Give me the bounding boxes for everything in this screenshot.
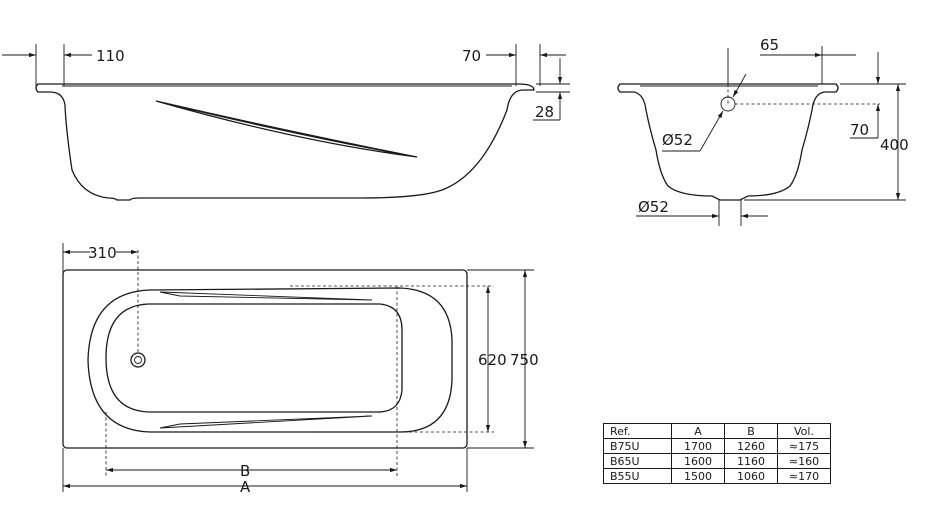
table-row: B55U 1500 1060 ≈170	[603, 468, 831, 484]
table-cell: ≈160	[777, 453, 831, 469]
end-view-tub-outline	[617, 83, 839, 201]
end-view: Ø52 65 70 400 Ø52	[617, 36, 909, 226]
table-cell: B75U	[603, 438, 672, 454]
side-view: 110 70 28	[2, 44, 570, 201]
table-cell: 1700	[671, 438, 725, 454]
table-cell: ≈170	[777, 468, 831, 484]
table-cell: B65U	[603, 453, 672, 469]
dim-drain-offset: 310	[88, 244, 117, 262]
dim-length-b: B	[240, 462, 250, 480]
dim-length-a: A	[240, 478, 251, 496]
top-view-backrest-top	[159, 291, 373, 301]
overflow-circle	[720, 96, 736, 112]
table-cell: 1500	[671, 468, 725, 484]
dim-rim-height: 28	[535, 103, 554, 121]
dim-inner-width: 620	[478, 351, 507, 369]
table-cell: 1160	[724, 453, 778, 469]
top-view-basin-outer	[87, 287, 453, 433]
dim-depth: 400	[880, 136, 909, 154]
table-cell: 1600	[671, 453, 725, 469]
drain-inner	[134, 356, 142, 364]
spec-table: Ref. A B Vol. B75U 1700 1260 ≈175 B65U 1…	[603, 423, 831, 484]
dim-overflow-diameter: Ø52	[662, 131, 693, 149]
spec-table-header-row: Ref. A B Vol.	[603, 423, 831, 439]
dim-outer-width: 750	[510, 351, 539, 369]
dim-overflow-offset: 65	[760, 36, 779, 54]
drain-outer	[130, 352, 146, 368]
dim-drain-diameter: Ø52	[638, 198, 669, 216]
table-cell: B55U	[603, 468, 672, 484]
table-cell: ≈175	[777, 438, 831, 454]
spec-header-vol: Vol.	[777, 423, 831, 439]
side-view-tub-outline	[35, 83, 535, 201]
spec-header-ref: Ref.	[603, 423, 672, 439]
dim-rim-left: 110	[96, 47, 125, 65]
top-view: 310 620 750 B A	[62, 243, 539, 496]
table-row: B65U 1600 1160 ≈160	[603, 453, 831, 469]
dim-overflow-height: 70	[850, 121, 869, 139]
table-cell: 1260	[724, 438, 778, 454]
top-view-basin-inner	[105, 303, 403, 413]
table-row: B75U 1700 1260 ≈175	[603, 438, 831, 454]
dim-rim-right: 70	[462, 47, 481, 65]
table-cell: 1060	[724, 468, 778, 484]
top-view-backrest-bottom	[159, 415, 373, 429]
spec-header-a: A	[671, 423, 725, 439]
spec-header-b: B	[724, 423, 778, 439]
side-view-backrest	[155, 100, 418, 158]
top-view-outer-rim	[62, 269, 468, 449]
